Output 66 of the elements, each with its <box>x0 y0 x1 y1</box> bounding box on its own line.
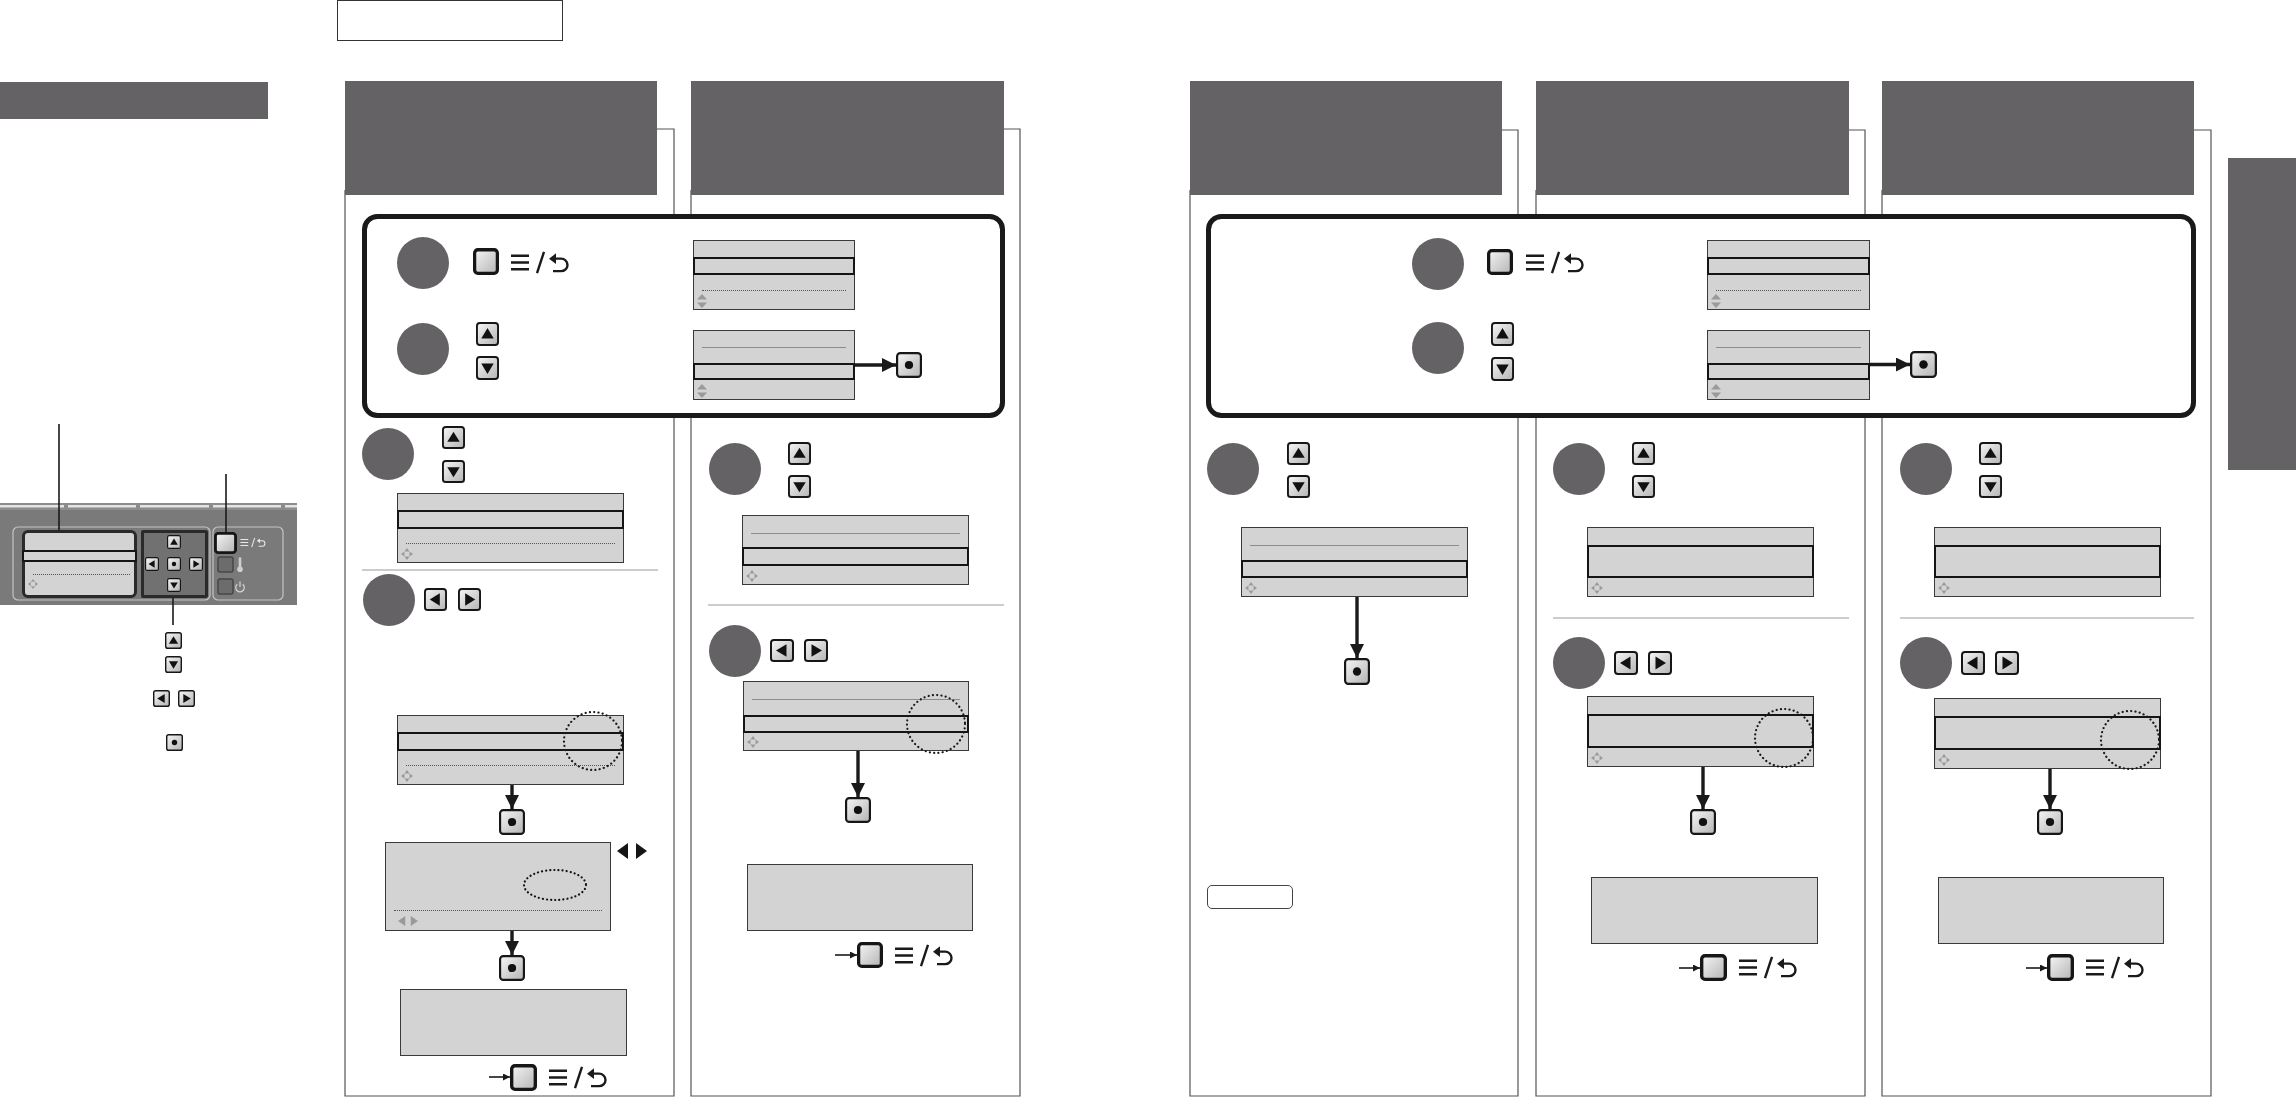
arrow <box>834 951 858 959</box>
arrow <box>2043 769 2057 809</box>
display-screen <box>743 681 969 751</box>
display-screen <box>693 330 855 400</box>
arrow <box>505 931 519 955</box>
dot-key-icon <box>499 955 525 981</box>
square-key-icon <box>2047 954 2074 981</box>
dot-key-icon <box>499 809 525 835</box>
selection-bar <box>1587 714 1814 748</box>
section-band <box>0 82 268 119</box>
dot-key-icon <box>1344 658 1370 685</box>
display-screen <box>22 530 137 598</box>
display-screen <box>742 515 969 585</box>
rounded-badge <box>1207 885 1293 909</box>
display-screen <box>1591 877 1818 944</box>
arrow <box>505 785 519 809</box>
selection-bar <box>1241 560 1468 578</box>
display-screen <box>1934 527 2161 597</box>
selection-bar <box>397 732 624 751</box>
square-key-icon <box>857 942 883 968</box>
keypad <box>141 530 208 598</box>
selection-bar <box>22 550 137 562</box>
display-screen <box>1587 696 1814 767</box>
display-screen <box>397 715 624 785</box>
display-screen <box>1934 698 2161 769</box>
selection-bar <box>1934 545 2161 578</box>
display-screen <box>693 240 855 310</box>
arrow <box>855 358 896 372</box>
display-screen <box>385 842 611 931</box>
selection-bar <box>397 510 624 529</box>
leader-line <box>225 473 227 533</box>
display-screen <box>1587 527 1814 597</box>
square-key-icon <box>510 1064 537 1091</box>
selection-bar <box>693 363 855 380</box>
square-key-icon <box>214 532 237 554</box>
outline-box <box>337 0 563 41</box>
selection-bar <box>1587 545 1814 578</box>
square-key-icon <box>1700 954 1727 981</box>
arrow <box>851 751 865 797</box>
dot-key-icon <box>845 797 871 823</box>
display-screen <box>747 864 973 931</box>
selection-bar <box>1707 363 1870 380</box>
dot-key-icon <box>1690 809 1716 835</box>
dot-key-icon <box>2037 809 2063 835</box>
selection-bar <box>693 257 855 275</box>
side-tab <box>2228 158 2296 470</box>
selection-bar <box>743 715 969 733</box>
selection-bar <box>1934 716 2161 750</box>
selection-bar <box>1707 257 1870 275</box>
display-screen <box>1707 330 1870 400</box>
arrow <box>488 1073 511 1081</box>
arrow <box>1678 964 1701 972</box>
arrow <box>1870 357 1910 372</box>
arrow <box>1350 597 1364 658</box>
leader-line <box>172 597 174 626</box>
selection-bar <box>742 547 969 566</box>
display-screen <box>400 989 627 1056</box>
display-screen <box>1938 877 2164 944</box>
display-screen <box>1707 240 1870 310</box>
leader-line <box>58 423 60 531</box>
arrow <box>2025 964 2048 972</box>
display-screen <box>397 493 624 563</box>
dot-key-icon <box>896 352 922 378</box>
arrow <box>1696 767 1710 809</box>
dot-key-icon <box>1910 351 1937 378</box>
display-screen <box>1241 527 1468 597</box>
